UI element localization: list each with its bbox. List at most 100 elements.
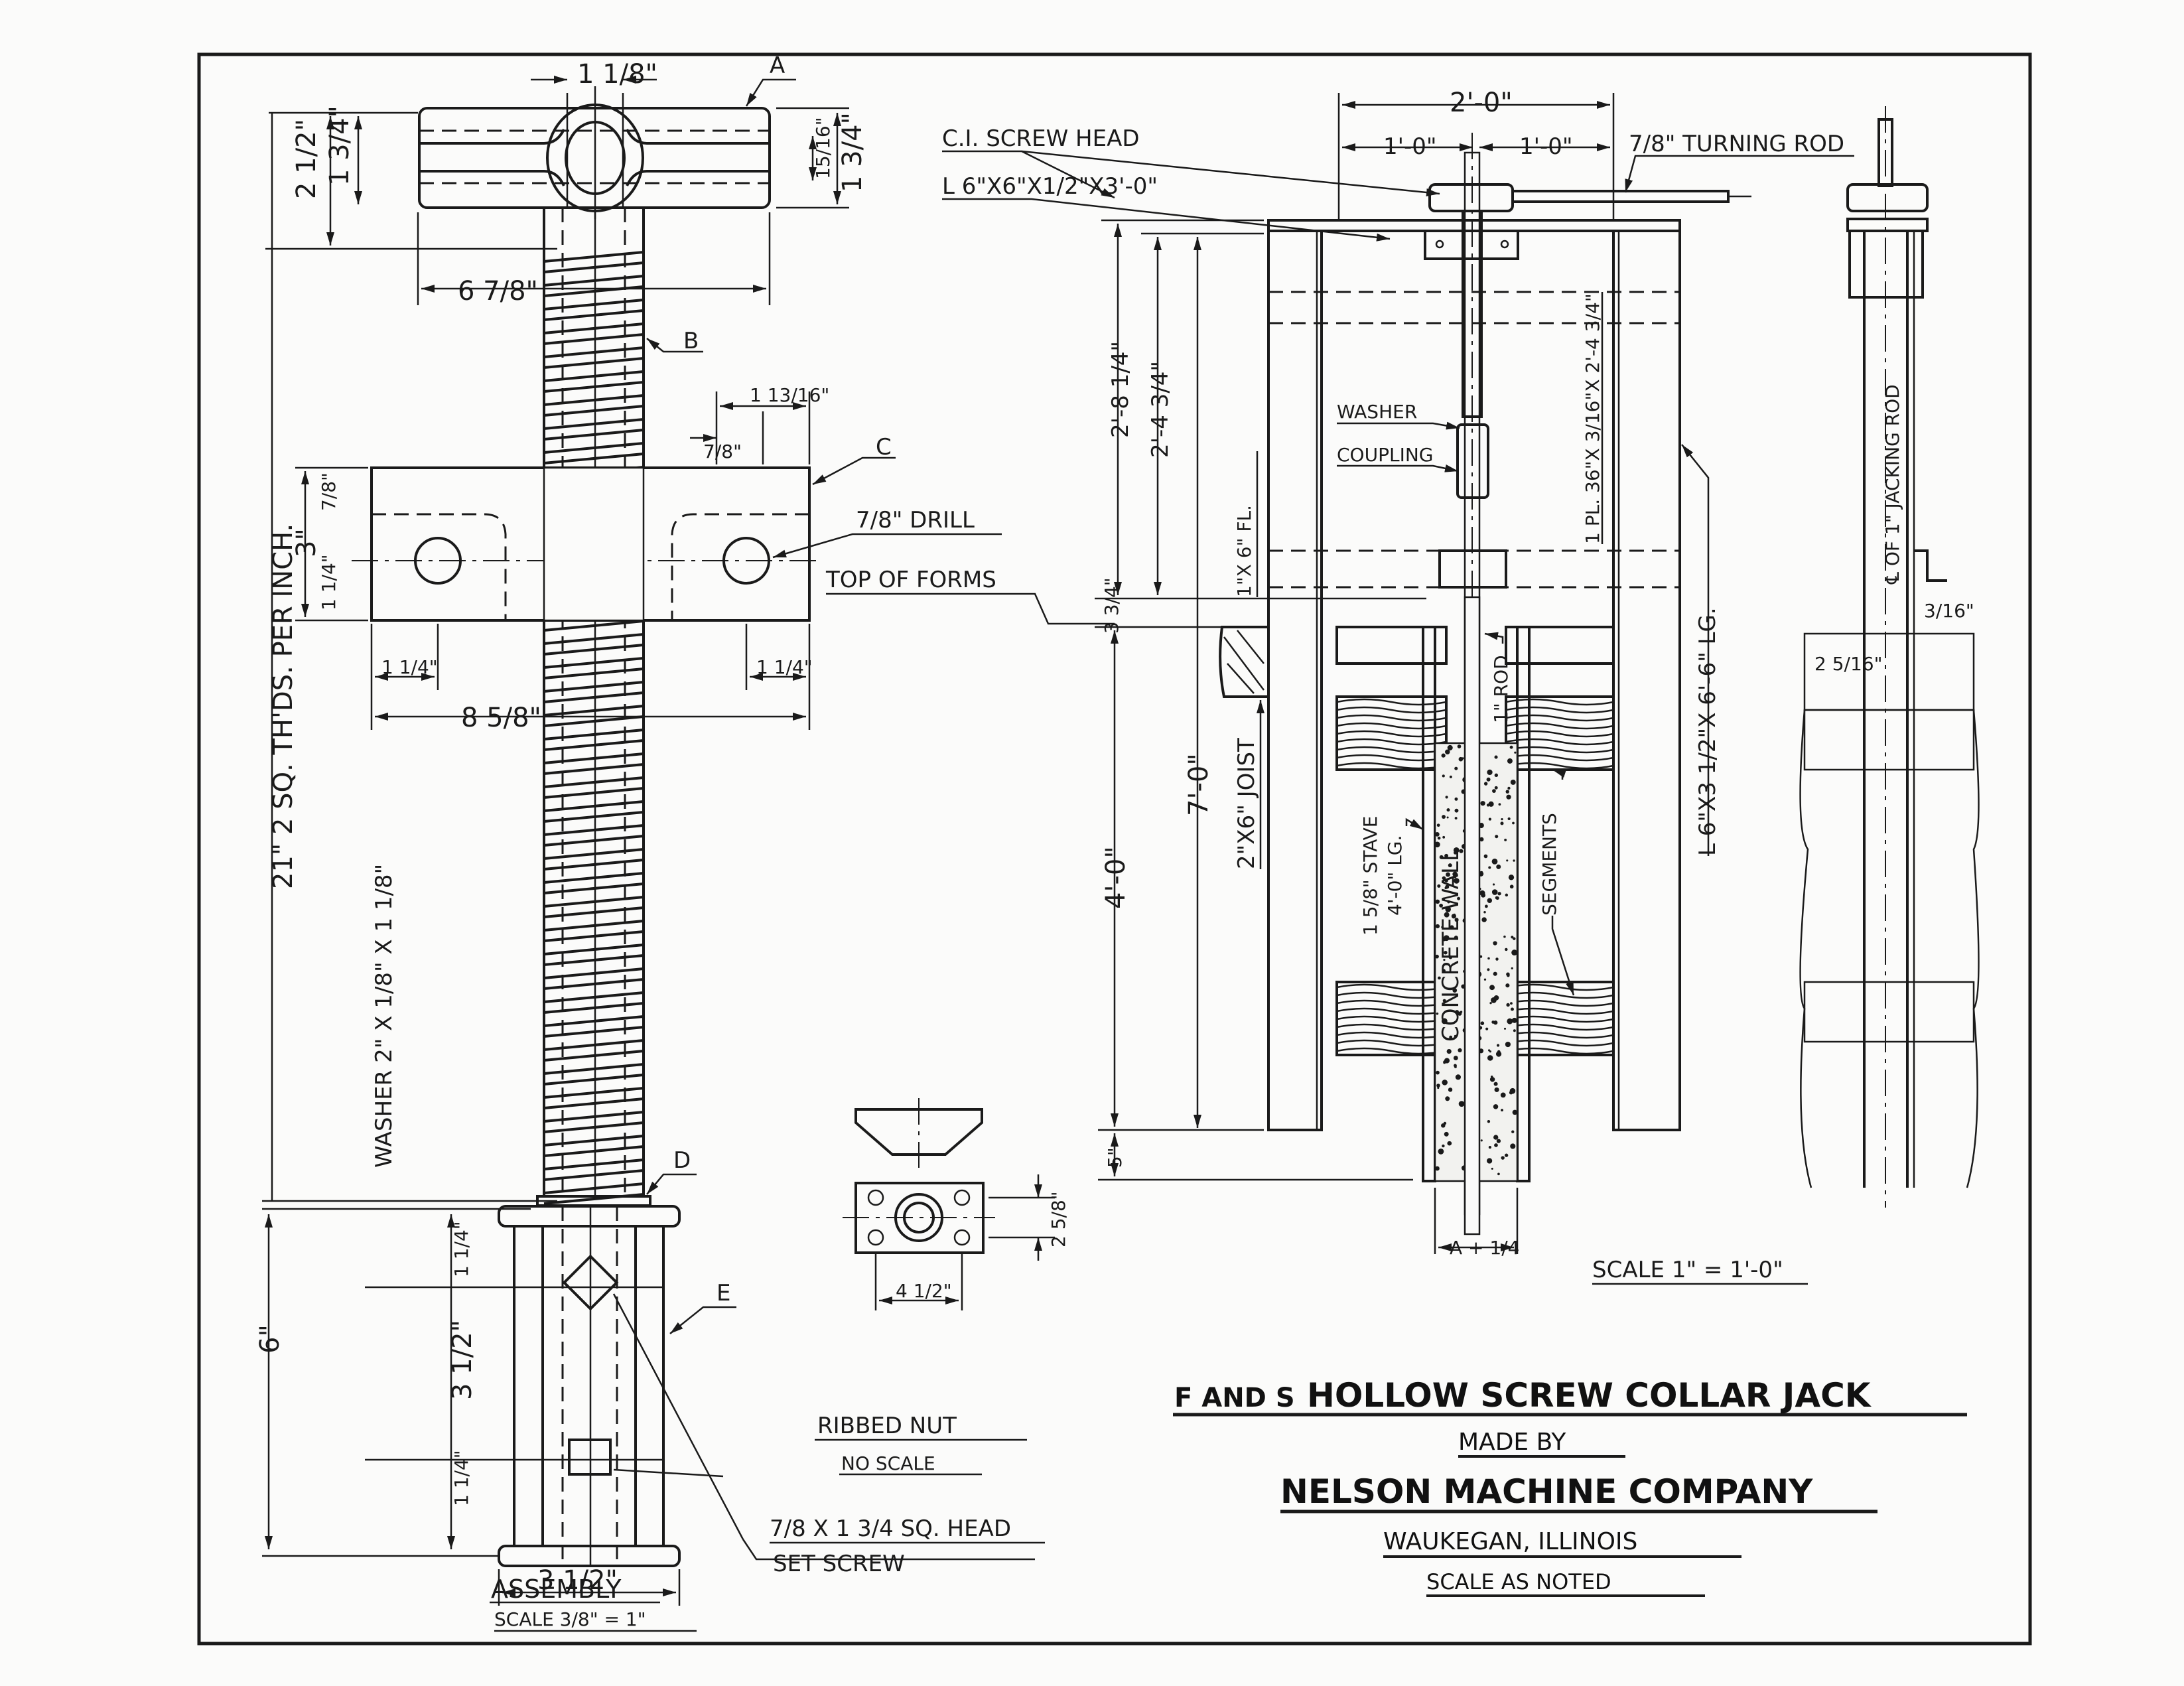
ribbed-nut-scale: NO SCALE	[841, 1452, 935, 1474]
concrete-speckle	[1501, 818, 1503, 821]
ribbed-nut-width: 4 1/2"	[896, 1280, 952, 1302]
concrete-speckle	[1456, 1012, 1459, 1015]
concrete-speckle	[1483, 782, 1488, 786]
concrete-speckle	[1487, 1120, 1491, 1123]
dim-collar-width: 3 1/2"	[537, 1565, 618, 1596]
label-rod: 1" ROD	[1490, 655, 1512, 723]
dim-nut-height: 3"	[291, 528, 322, 557]
screw-thread	[543, 418, 644, 441]
wood-grain-line	[1336, 722, 1447, 730]
concrete-speckle	[1493, 941, 1497, 946]
concrete-speckle	[1510, 1007, 1514, 1011]
concrete-speckle	[1496, 1139, 1501, 1143]
concrete-speckle	[1449, 775, 1452, 778]
concrete-speckle	[1436, 823, 1440, 827]
concrete-speckle	[1481, 917, 1487, 922]
dim-head-bore-label: 1 1/8"	[577, 59, 657, 90]
concrete-speckle	[1480, 801, 1485, 806]
concrete-speckle	[1496, 1044, 1500, 1047]
wood-grain-line	[1505, 738, 1614, 746]
installation-scale: SCALE 1" = 1'-0"	[1592, 1257, 1783, 1283]
concrete-speckle	[1506, 859, 1509, 862]
concrete-speckle	[1442, 815, 1446, 819]
concrete-speckle	[1442, 969, 1446, 972]
wood-grain-line	[1336, 983, 1447, 991]
dim-nut-offset-outer: 1 13/16"	[750, 384, 829, 406]
concrete-speckle	[1444, 1131, 1449, 1137]
sheet-border	[197, 52, 2032, 1646]
concrete-speckle	[1444, 912, 1450, 918]
screw-thread	[543, 657, 644, 679]
concrete-speckle	[1495, 957, 1499, 961]
concrete-speckle	[1444, 878, 1448, 882]
concrete-speckle	[1501, 1156, 1505, 1160]
concrete-speckle	[1458, 1048, 1462, 1053]
concrete-speckle	[1435, 924, 1440, 929]
dim-collar-bottom: 1 1/4"	[450, 1450, 472, 1506]
dim-side-wall: 2 5/16"	[1814, 653, 1882, 675]
concrete-speckle	[1493, 995, 1499, 1001]
concrete-speckle	[1454, 878, 1460, 884]
screw-thread	[543, 346, 644, 369]
concrete-speckle	[1443, 959, 1446, 961]
concrete-speckle	[1442, 897, 1446, 900]
dim-half-right: 1'-0"	[1519, 133, 1573, 160]
concrete-speckle	[1448, 1088, 1453, 1092]
label-screw-head: C.I. SCREW HEAD	[942, 125, 1140, 152]
wood-grain-line	[1505, 714, 1614, 722]
concrete-speckle	[1513, 1029, 1516, 1032]
concrete-speckle	[1455, 1074, 1461, 1080]
concrete-speckle	[1508, 875, 1515, 880]
wood-grain-line	[1505, 1015, 1614, 1023]
label-joist: 2"X6" JOIST	[1233, 738, 1260, 869]
screw-thread	[543, 370, 644, 393]
concrete-speckle	[1492, 883, 1495, 886]
concrete-speckle	[1510, 1002, 1513, 1005]
concrete-speckle	[1509, 745, 1513, 749]
concrete-speckle	[1509, 884, 1514, 889]
concrete-speckle	[1443, 1060, 1446, 1064]
concrete-speckle	[1487, 968, 1490, 971]
concrete-speckle	[1501, 1109, 1503, 1112]
concrete-speckle	[1504, 838, 1507, 841]
wood-grain-line	[1505, 754, 1614, 762]
concrete-speckle	[1453, 1056, 1458, 1060]
concrete-speckle	[1454, 936, 1458, 940]
concrete-speckle	[1494, 755, 1498, 759]
concrete-speckle	[1442, 999, 1446, 1003]
wood-grain-line	[1505, 991, 1614, 999]
concrete-speckle	[1449, 1035, 1453, 1039]
concrete-speckle	[1485, 1027, 1489, 1030]
concrete-speckle	[1438, 1149, 1444, 1155]
scale-as-noted: SCALE AS NOTED	[1426, 1569, 1611, 1594]
wood-grain-line	[1505, 1023, 1614, 1031]
concrete-speckle	[1483, 978, 1487, 981]
screw-thread	[543, 776, 644, 799]
dim-head-length: 6 7/8"	[458, 276, 538, 307]
concrete-speckle	[1436, 1084, 1440, 1088]
company-name: NELSON MACHINE COMPANY	[1280, 1472, 1813, 1511]
set-screw-note-line1: 7/8 X 1 3/4 SQ. HEAD	[770, 1515, 1011, 1542]
ribbed-nut-caption: RIBBED NUT	[817, 1413, 957, 1439]
concrete-speckle	[1509, 1088, 1516, 1094]
label-angle-top: L 6"X6"X1/2"X3'-0"	[942, 173, 1158, 200]
wood-grain-line	[1336, 762, 1447, 770]
concrete-speckle	[1497, 892, 1501, 896]
wood-grain-line	[1336, 730, 1447, 738]
concrete-speckle	[1479, 890, 1485, 896]
concrete-speckle	[1454, 1034, 1457, 1038]
dim-total: 7'-0"	[1184, 753, 1214, 816]
concrete-speckle	[1500, 821, 1504, 825]
dim-head-height: 1 3/4"	[324, 105, 355, 186]
screw-thread	[543, 967, 644, 990]
label-stave-line2: 4'-0" LG.	[1384, 835, 1406, 916]
wood-grain-line	[1336, 746, 1447, 754]
concrete-speckle	[1488, 817, 1491, 821]
wood-grain-line	[1336, 1023, 1447, 1031]
label-jacking-rod: ℄ OF 1" JACKING ROD	[1881, 384, 1903, 585]
dim-collar-top: 1 1/4"	[450, 1221, 472, 1277]
dim-floor-thk: 3 3/4"	[1101, 577, 1123, 634]
concrete-speckle	[1488, 866, 1491, 869]
screw-thread	[543, 729, 644, 751]
label-coupling: COUPLING	[1337, 444, 1433, 466]
